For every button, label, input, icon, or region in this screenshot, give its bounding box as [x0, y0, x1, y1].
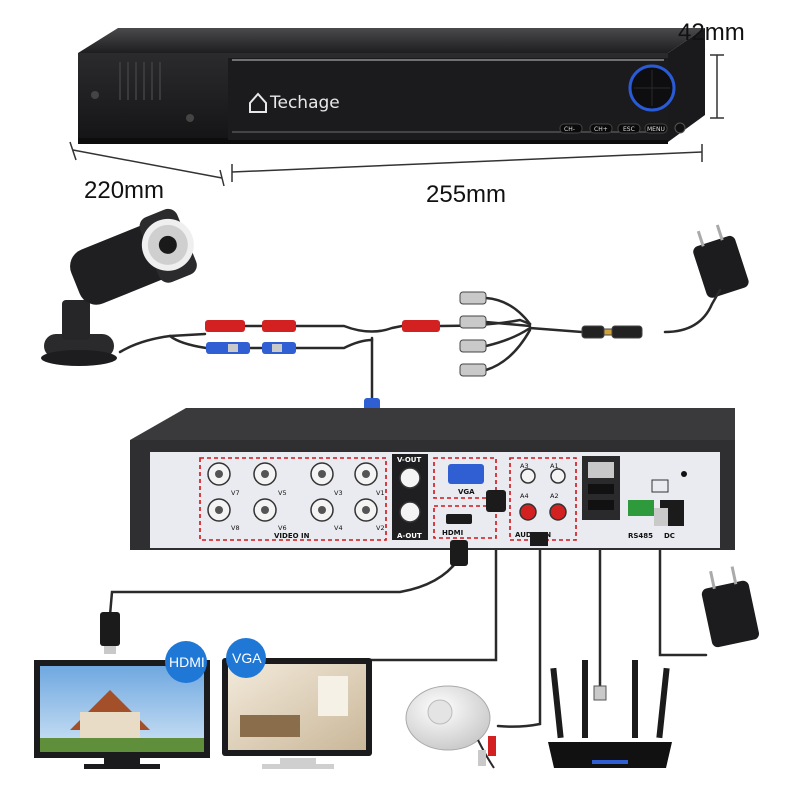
channel-v1: V1: [376, 489, 385, 497]
power-adapter-bottom: [701, 566, 760, 648]
video-in-label: VIDEO IN: [274, 532, 310, 540]
audio-rca-inputs: [519, 468, 567, 521]
vga-label: VGA: [458, 488, 475, 496]
dc-label: DC: [664, 532, 675, 540]
channel-v7: V7: [231, 489, 240, 497]
audio-a3: A3: [520, 462, 529, 470]
esc-label: ESC: [623, 126, 635, 133]
audio-a4: A4: [520, 492, 529, 500]
v-out-label: V-OUT: [397, 456, 421, 464]
bullet-camera: [41, 208, 197, 366]
rca-red-connectors: [205, 320, 440, 332]
dvr-rear-unit: V7 V5 V3 V1 V8 V6 V4 V2 VIDEO IN V-OUT A…: [130, 408, 735, 550]
audio-a2: A2: [550, 492, 559, 500]
vga-outline: [433, 457, 497, 499]
hdmi-port: [446, 514, 472, 524]
height-dimension: 42mm: [678, 19, 745, 46]
dimension-lines: [69, 54, 724, 187]
channel-v2: V2: [376, 524, 385, 532]
vga-badge-text: VGA: [232, 650, 262, 666]
brand-name: Techage: [269, 93, 340, 113]
dc-plug: [654, 508, 668, 526]
v-out-bnc: [399, 467, 421, 489]
menu-label: MENU: [647, 126, 665, 133]
hdmi-outline: [433, 505, 497, 539]
hdmi-plug: [100, 540, 468, 654]
vga-badge: VGA: [226, 638, 266, 678]
vga-plug: [486, 490, 506, 512]
rs485-label: RS485: [628, 532, 653, 540]
ch-plus-label: CH+: [594, 126, 608, 133]
channel-v6: V6: [278, 524, 287, 532]
hdmi-label: HDMI: [442, 529, 463, 537]
rs485-terminal: [628, 500, 654, 516]
dc-plug-connectors: [459, 291, 643, 377]
a-out-bnc: [399, 501, 421, 523]
vga-monitor: [222, 658, 372, 769]
vent-slots: [119, 62, 161, 100]
audio-a1: A1: [550, 462, 559, 470]
channel-v5: V5: [278, 489, 287, 497]
hdmi-badge-text: HDMI: [169, 654, 205, 670]
channel-v4: V4: [334, 524, 343, 532]
microphone: [405, 685, 496, 769]
brand-logo: Techage: [249, 92, 340, 113]
rear-face-panel: [150, 452, 720, 548]
audio-plug: [530, 532, 548, 546]
vga-port: [448, 464, 484, 484]
width-dimension: 255mm: [426, 181, 506, 208]
front-buttons: CH- CH+ ESC MENU: [559, 123, 668, 134]
router: [548, 660, 672, 768]
a-out-label: A-OUT: [397, 532, 422, 540]
channel-v8: V8: [231, 524, 240, 532]
depth-dimension: 220mm: [84, 177, 164, 204]
audio-in-outline: [509, 457, 577, 541]
channel-v3: V3: [334, 489, 343, 497]
hdmi-badge: HDMI: [165, 641, 207, 683]
bnc-blue-connectors: [206, 342, 296, 354]
video-in-outline: [199, 457, 387, 541]
hdmi-tv: [34, 660, 210, 769]
ch-minus-label: CH-: [564, 126, 575, 133]
power-adapter-top: [693, 224, 749, 298]
cables: [108, 288, 722, 728]
dvr-front-unit: Techage CH- CH+ ESC MENU: [78, 28, 705, 144]
